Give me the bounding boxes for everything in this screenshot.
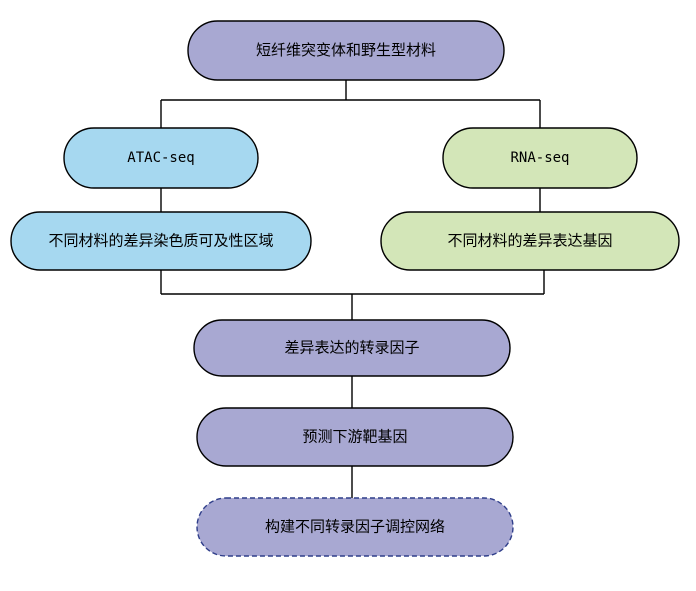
node-network-box [196,497,514,557]
node-tf-box [193,319,511,377]
node-atac-result-box [10,211,312,271]
node-targets-box [196,407,514,467]
node-rna-label: RNA-seq [510,150,569,166]
node-atac-box [63,127,259,189]
node-top: 短纤维突变体和野生型材料 [187,20,505,81]
connectors [160,80,545,498]
node-rna: RNA-seq [442,127,638,189]
node-rna-result: 不同材料的差异表达基因 [380,211,680,271]
node-atac-label: ATAC-seq [127,150,194,166]
node-rna-result-label: 不同材料的差异表达基因 [447,232,612,250]
node-tf: 差异表达的转录因子 [193,319,511,377]
node-tf-label: 差异表达的转录因子 [284,339,419,357]
node-network: 构建不同转录因子调控网络 [196,497,514,557]
node-atac-result-label: 不同材料的差异染色质可及性区域 [48,232,273,250]
node-rna-box [442,127,638,189]
node-atac: ATAC-seq [63,127,259,189]
node-atac-result: 不同材料的差异染色质可及性区域 [10,211,312,271]
node-top-label: 短纤维突变体和野生型材料 [256,41,436,59]
node-targets-label: 预测下游靶基因 [302,428,407,446]
node-network-label: 构建不同转录因子调控网络 [265,518,445,536]
node-rna-result-box [380,211,680,271]
node-top-box [187,20,505,81]
node-targets: 预测下游靶基因 [196,407,514,467]
